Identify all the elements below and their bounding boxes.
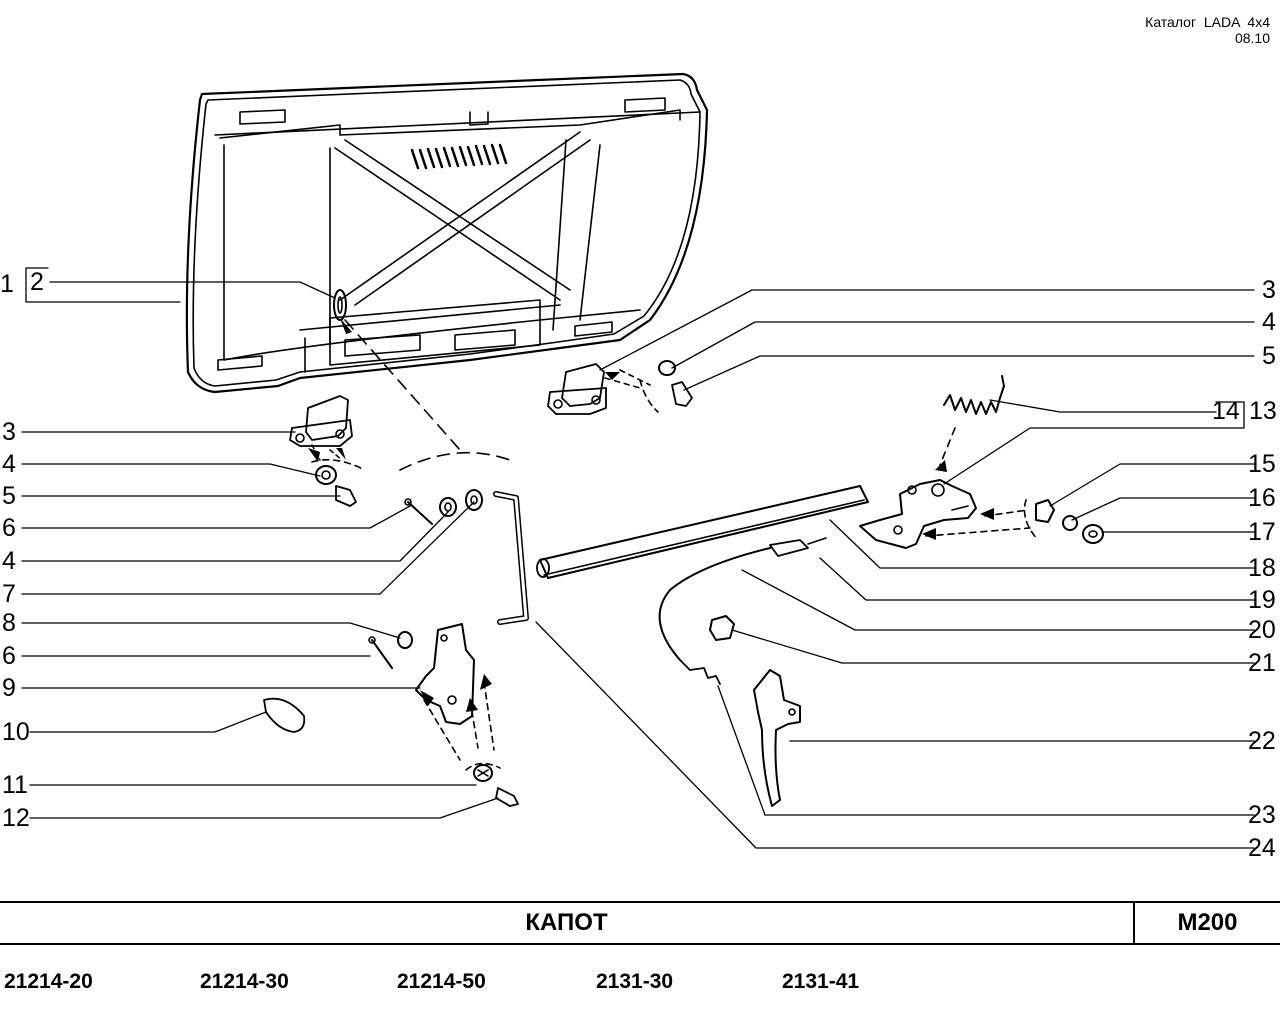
right-bolt xyxy=(671,381,693,407)
catalog-header: Каталог LADA 4x4 08.10 xyxy=(1145,14,1270,46)
callout-left: 3 xyxy=(2,418,16,446)
bracket-washer xyxy=(397,631,413,649)
callout-right: 20 xyxy=(1248,616,1276,644)
catalog-name: Каталог LADA 4x4 xyxy=(1145,14,1270,30)
page-code: M200 xyxy=(1177,909,1238,936)
hood-lock xyxy=(859,479,977,549)
callout-right: 22 xyxy=(1248,727,1276,755)
hood-panel xyxy=(185,72,709,394)
lock-spring-washer xyxy=(1062,515,1078,531)
callout-left: 11 xyxy=(2,771,28,799)
callout-right: 17 xyxy=(1248,518,1276,546)
model-label: 21214-50 xyxy=(397,970,486,993)
release-handle xyxy=(753,669,801,807)
callout-left: 2 xyxy=(30,268,44,296)
page-title: КАПОТ xyxy=(525,909,608,936)
callout-left: 7 xyxy=(2,580,16,608)
left-bolt xyxy=(335,485,357,507)
callout-left: 6 xyxy=(2,514,16,542)
lock-washer xyxy=(1082,524,1104,544)
callout-right: 21 xyxy=(1248,649,1276,677)
screw xyxy=(495,787,519,807)
model-label: 21214-20 xyxy=(4,970,93,993)
release-cable xyxy=(658,537,827,685)
right-washer xyxy=(658,360,676,376)
callout-left: 12 xyxy=(2,804,30,832)
leader-lines-right xyxy=(535,289,1255,849)
rod-washer xyxy=(439,497,457,517)
title-divider xyxy=(1133,903,1135,943)
lock-spring xyxy=(943,375,1005,415)
model-label: 2131-41 xyxy=(782,970,860,993)
callout-left: 8 xyxy=(2,609,16,637)
callout-right: 4 xyxy=(1262,308,1276,336)
callout-right: 19 xyxy=(1248,586,1276,614)
left-hinge xyxy=(289,395,353,447)
callout-right: 3 xyxy=(1262,276,1276,304)
callout-right: 15 xyxy=(1248,450,1276,478)
callout-right: 18 xyxy=(1248,554,1276,582)
prop-rod xyxy=(493,491,529,625)
left-washer xyxy=(315,465,337,485)
callout-right: 16 xyxy=(1248,484,1276,512)
model-label: 21214-30 xyxy=(200,970,289,993)
catalog-date: 08.10 xyxy=(1234,30,1270,46)
rod-bushing xyxy=(465,489,483,511)
leader-lines-left xyxy=(21,267,499,819)
bracket-cotter-pin xyxy=(368,636,393,669)
callout-left: 4 xyxy=(2,547,16,575)
rod-cotter-pin xyxy=(404,498,433,525)
callout-left: 5 xyxy=(2,482,16,510)
lock-nut xyxy=(1035,499,1055,523)
callout-right: 13 xyxy=(1249,397,1277,425)
callout-right: 5 xyxy=(1262,342,1276,370)
callout-right: 23 xyxy=(1248,801,1276,829)
screw-washer xyxy=(473,764,493,782)
callout-right: 24 xyxy=(1248,834,1276,862)
callout-left: 1 xyxy=(0,270,14,298)
model-label: 2131-30 xyxy=(596,970,674,993)
callout-left: 10 xyxy=(2,718,30,746)
callout-left: 9 xyxy=(2,674,16,702)
callout-left: 6 xyxy=(2,642,16,670)
callout-right: 14 xyxy=(1212,397,1240,425)
seal-strip xyxy=(536,485,869,579)
vent-slots xyxy=(410,143,508,170)
cable-bushing xyxy=(709,615,735,641)
grommet xyxy=(263,697,306,733)
title-bar: КАПОТ M200 xyxy=(0,901,1280,945)
prop-rod-clip xyxy=(333,289,347,321)
right-hinge xyxy=(547,363,607,415)
prop-rod-bracket xyxy=(415,623,475,725)
callout-left: 4 xyxy=(2,450,16,478)
